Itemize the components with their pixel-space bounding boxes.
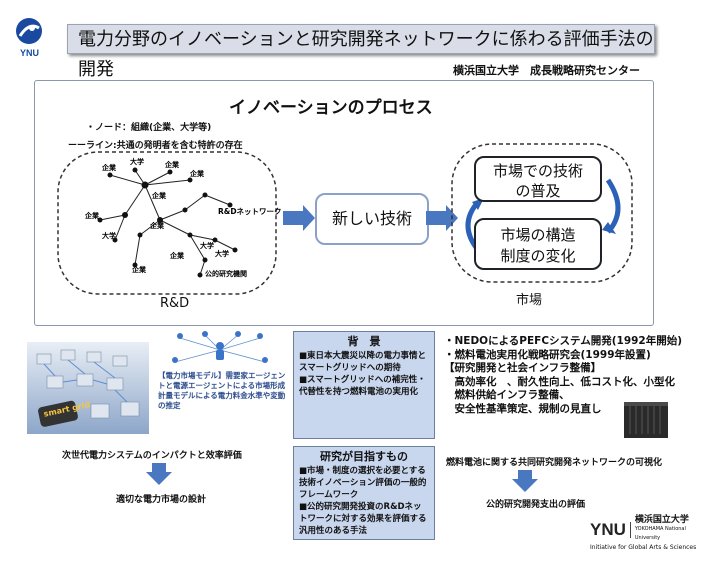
logo-text: YNU xyxy=(20,48,39,58)
node-label: 大学 xyxy=(215,249,229,258)
rd-dashed-boundary xyxy=(57,151,277,295)
fuel-cell-image xyxy=(624,402,668,438)
history-line: 燃料供給インフラ整備、 xyxy=(444,389,570,401)
footer-ynu: YNU xyxy=(590,519,626,539)
node-label: 企業 xyxy=(189,169,205,178)
agent-network-image xyxy=(172,331,268,363)
node-label: 企業 xyxy=(169,251,185,260)
rd-label: R&D xyxy=(160,296,190,311)
history-line: ・NEDOによるPEFCシステム開発(1992年開始) xyxy=(444,335,683,347)
goal-item: ■市場・制度の選択を必要とする技術イノベーション評価の一般的フレームワーク xyxy=(299,466,427,500)
design-caption: 適切な電力市場の設計 xyxy=(116,495,207,505)
node-label: 企業 xyxy=(84,211,100,220)
arrow-tech-to-market xyxy=(426,205,458,231)
new-tech-box: 新しい技術 xyxy=(315,193,429,245)
process-frame xyxy=(34,80,654,326)
arrow-rd-to-tech xyxy=(283,205,315,231)
process-title: イノベーションのプロセス xyxy=(229,98,433,118)
footer-initiative: Initiative for Global Arts & Sciences xyxy=(590,544,697,551)
page-title: 電力分野のイノベーションと研究開発ネットワークに係わる評価手法の開発 xyxy=(67,24,655,80)
node-label: 企業 xyxy=(164,160,180,169)
legend-line: ーーライン:共通の発明者を含む特許の存在 xyxy=(68,141,243,151)
market-model-caption: 【電力市場モデル】需要家エージェントと電源エージェントによる市場形成計量モデルに… xyxy=(158,371,286,410)
down-arrow-left xyxy=(146,463,172,485)
history-line: 安全性基準策定、規制の見直し xyxy=(444,402,602,415)
history-line: 高効率化 、耐久性向上、低コスト化、小型化 xyxy=(444,375,675,388)
goal-item: ■公的研究開発投資のR&Dネットワークに対する効果を評価する汎用性のある手法 xyxy=(299,502,427,536)
market-box1-line2: の普及 xyxy=(515,182,561,200)
node-label: 企業 xyxy=(131,265,147,274)
rd-network-diagram: 企業 大学 企業 企業 企業 企業 大学 企業 大学 大学 企業 企業 公的研究… xyxy=(57,151,282,295)
market-boundary xyxy=(451,143,633,283)
market-box2-line2: 制度の変化 xyxy=(500,247,576,265)
node-label: 企業 xyxy=(149,221,165,230)
goal-heading: 研究が目指すもの xyxy=(320,450,408,463)
market-diffusion-box: 市場での技術 の普及 xyxy=(474,156,602,202)
goal-box: 研究が目指すもの ■市場・制度の選択を必要とする技術イノベーション評価の一般的フ… xyxy=(293,446,435,540)
legend-node: ・ノード：組織(企業、大学等) xyxy=(86,123,212,133)
node-label: 大学 xyxy=(130,157,144,166)
cycle-arrow-right xyxy=(605,178,621,234)
footer-univ: 横浜国立大学 xyxy=(634,515,689,525)
evaluation-caption: 公的研究開発支出の評価 xyxy=(486,500,586,510)
visualization-caption: 燃料電池に関する共同研究開発ネットワークの可視化 xyxy=(446,458,663,468)
organization-label: 横浜国立大学 成長戦略研究センター xyxy=(453,64,640,77)
market-box1-line1: 市場での技術 xyxy=(492,162,583,180)
down-arrow-right xyxy=(512,470,538,492)
smart-grid-image: smart grid xyxy=(27,342,149,434)
node-label: 企業 xyxy=(101,163,117,172)
background-box: 背 景 ■東日本大震災以降の電力事情とスマートグリッドへの期待 ■スマートグリッ… xyxy=(293,331,435,439)
history-line: 【研究開発と社会インフラ整備】 xyxy=(444,362,602,374)
impact-caption: 次世代電力システムのインパクトと效率評価 xyxy=(62,451,242,461)
node-label: 大学 xyxy=(102,231,116,240)
footer-univ-en: YOKOHAMA National University xyxy=(634,526,686,541)
footer-logo: YNU 横浜国立大学 YOKOHAMA National University … xyxy=(590,515,711,552)
background-item: ■スマートグリッドへの補完性・代替性を持つ燃料電池の実用化 xyxy=(299,375,426,397)
history-line: ・燃料電池実用化戦略研究会(1999年設置) xyxy=(444,348,651,361)
market-box2-line1: 市場の構造 xyxy=(500,226,576,244)
ynu-logo: YNU xyxy=(12,14,52,60)
node-label: 大学 xyxy=(200,241,214,250)
node-label: 企業 xyxy=(151,191,167,200)
market-structure-box: 市場の構造 制度の変化 xyxy=(474,218,602,270)
background-heading: 背 景 xyxy=(347,335,381,348)
background-item: ■東日本大震災以降の電力事情とスマートグリッドへの期待 xyxy=(299,351,427,373)
rd-network-label: R&Dネットワーク xyxy=(218,206,282,216)
node-label: 公的研究機関 xyxy=(205,269,247,278)
fuel-cell-history: ・NEDOによるPEFCシステム開発(1992年開始) ・燃料電池実用化戦略研究… xyxy=(444,335,682,416)
market-label: 市場 xyxy=(516,293,543,308)
